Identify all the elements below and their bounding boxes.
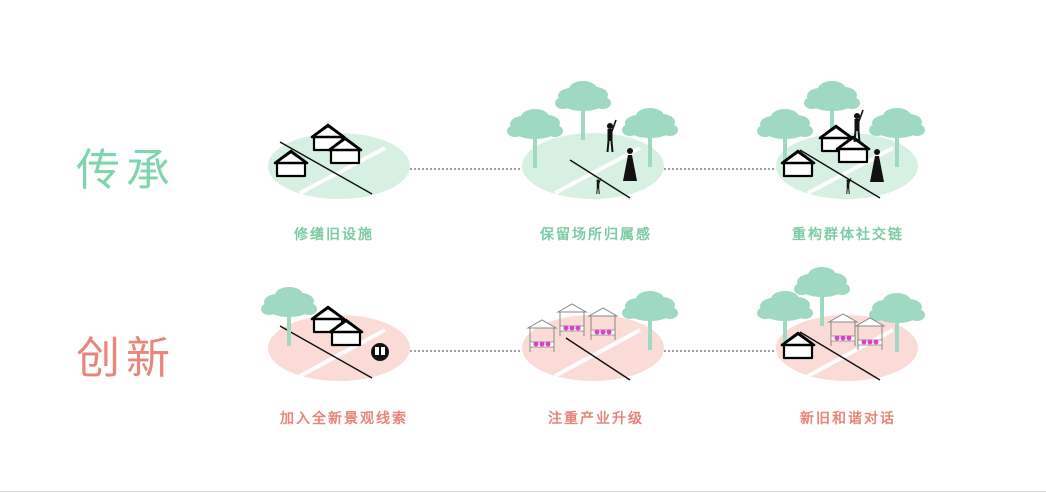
caption-new-landscape-clues: 加入全新景观线索: [280, 411, 408, 427]
caption-industry-upgrade: 注重产业升级: [548, 411, 644, 427]
row-title-heritage: 传承: [76, 145, 176, 196]
scene-repair-facilities: [268, 123, 410, 199]
caption-old-new-dialogue: 新旧和谐对话: [800, 411, 896, 427]
bottom-divider: [0, 491, 1046, 492]
caption-repair-facilities: 修缮旧设施: [294, 227, 374, 243]
scene-old-new-dialogue: [757, 267, 925, 381]
tree-icon: [555, 81, 611, 140]
scene-industry-upgrade: [522, 291, 678, 381]
signboard-icon: [371, 343, 389, 361]
scene-rebuild-social-chain: [757, 81, 925, 199]
caption-rebuild-social-chain: 重构群体社交链: [792, 227, 904, 243]
scene-new-landscape-clues: [261, 287, 410, 381]
caption-preserve-belonging: 保留场所归属感: [540, 227, 652, 243]
row-title-innovation: 创新: [76, 333, 176, 384]
scene-preserve-belonging: [507, 81, 678, 199]
